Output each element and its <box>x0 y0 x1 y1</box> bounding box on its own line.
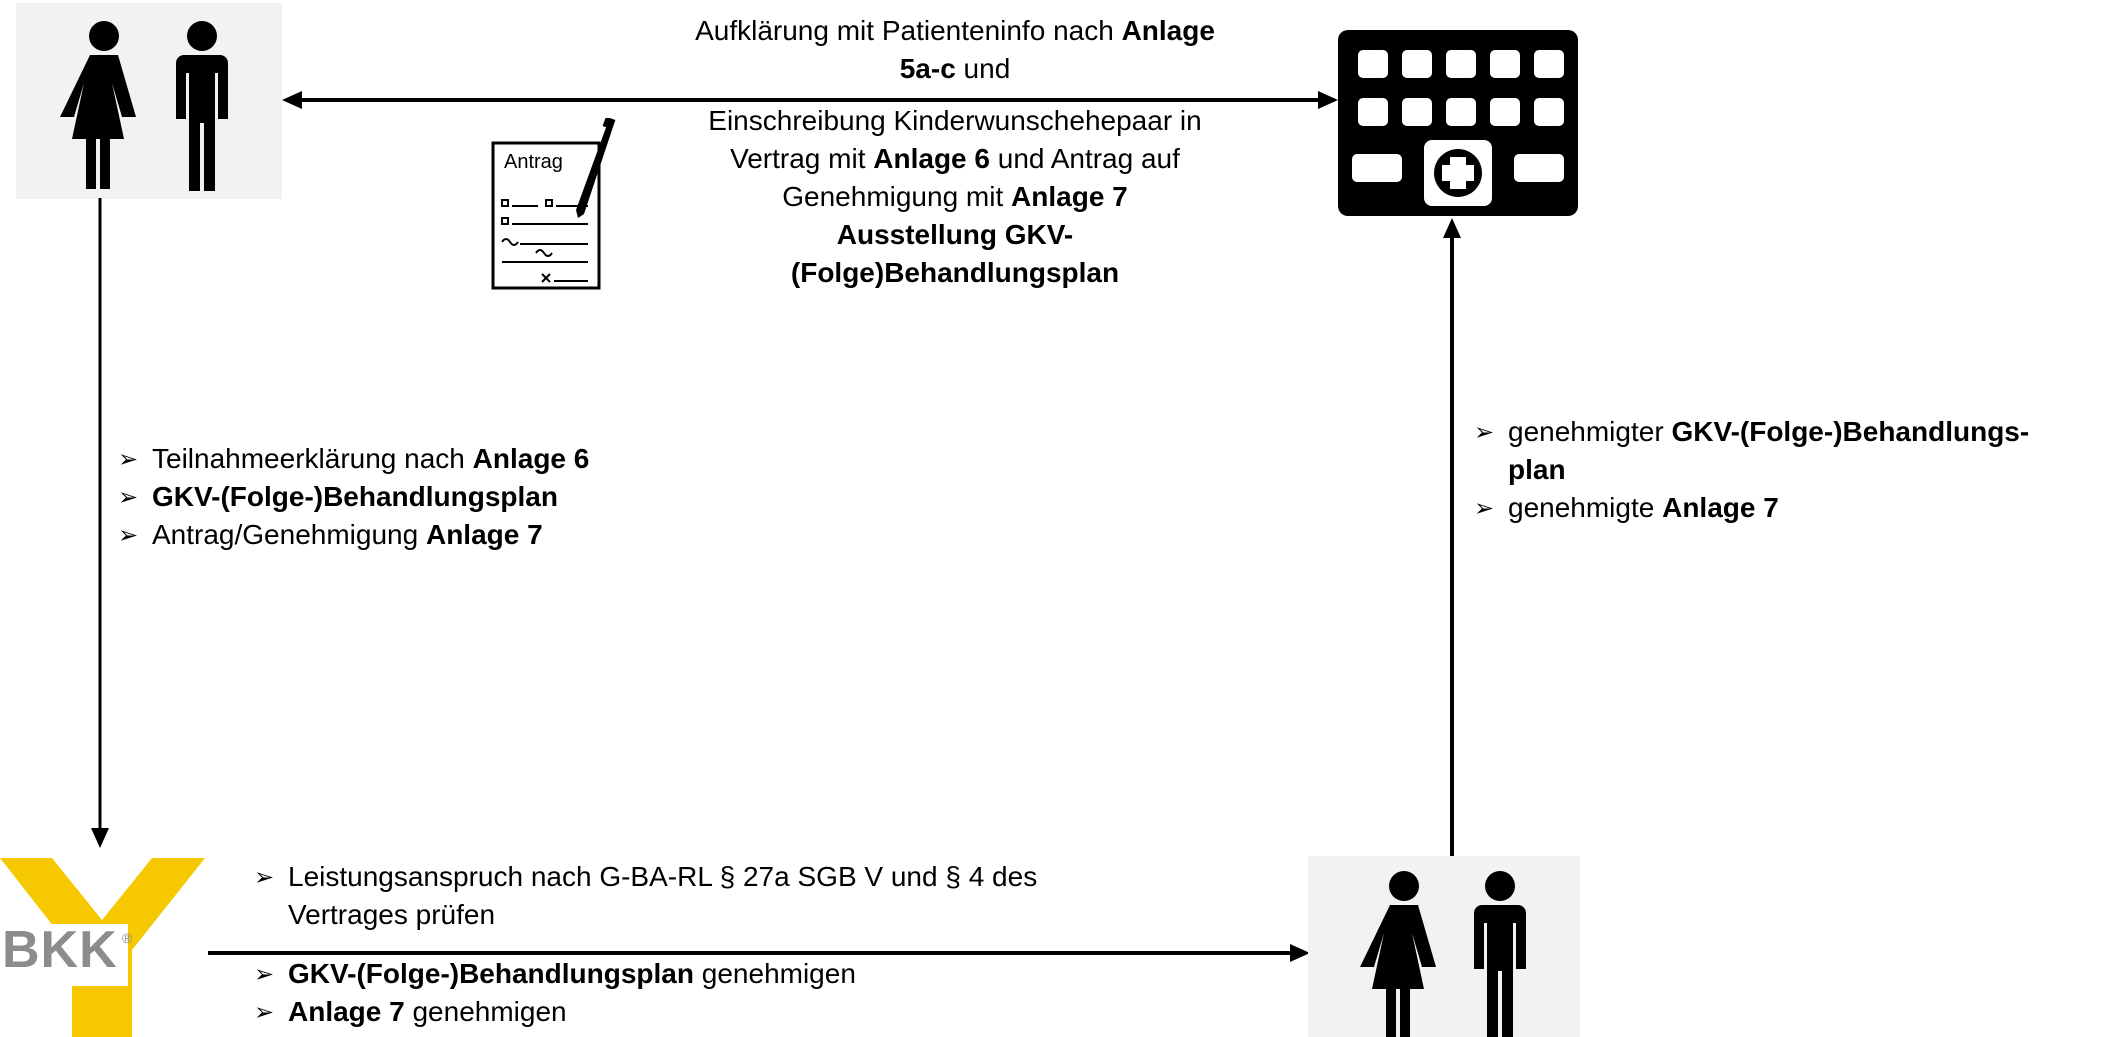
bkk-logo-text: BKK <box>2 921 118 979</box>
top-line-2: 5a-c und <box>899 53 1011 84</box>
top-line-6: Ausstellung GKV- <box>836 219 1074 250</box>
right-list: genehmigter GKV-(Folge-)Behandlungs-plan… <box>1474 413 2113 527</box>
arrow-couple-hospital <box>282 91 1338 109</box>
hospital-icon <box>1338 30 1578 216</box>
couple-icon-box-top <box>16 3 282 199</box>
form-pen-icon: Antrag <box>490 118 630 293</box>
left-list: Teilnahmeerklärung nach Anlage 6 GKV-(Fo… <box>118 440 678 554</box>
top-line-7: (Folge)Behandlungsplan <box>790 257 1120 288</box>
bottom-list-lower: GKV-(Folge-)Behandlungsplan genehmigen A… <box>254 955 1254 1031</box>
arrow-couple-hospital-up <box>1443 218 1461 856</box>
arrow-bkk-couple <box>208 944 1310 962</box>
hospital-icon-wrap <box>1338 30 1578 216</box>
bkk-logo: BKK ® <box>0 858 205 1037</box>
arrow-couple-bkk <box>91 198 109 848</box>
top-line-1: Aufklärung mit Patienteninfo nach Anlage <box>695 15 1215 46</box>
list-item: GKV-(Folge-)Behandlungsplan genehmigen <box>254 955 1254 993</box>
couple-icon <box>60 21 228 191</box>
top-line-5: Genehmigung mit Anlage 7 <box>782 181 1128 212</box>
top-description: Aufklärung mit Patienteninfo nach Anlage… <box>650 12 1260 292</box>
list-item: Teilnahmeerklärung nach Anlage 6 <box>118 440 678 478</box>
list-item: GKV-(Folge-)Behandlungsplan <box>118 478 678 516</box>
list-item: Antrag/Genehmigung Anlage 7 <box>118 516 678 554</box>
couple-icon-box-bottom <box>1308 856 1580 1037</box>
list-item: genehmigter GKV-(Folge-)Behandlungs-plan <box>1474 413 2113 489</box>
form-label: Antrag <box>504 151 563 173</box>
top-line-3: Einschreibung Kinderwunschehepaar in <box>708 105 1202 136</box>
top-line-4: Vertrag mit Anlage 6 und Antrag auf <box>730 143 1180 174</box>
list-item: Leistungsanspruch nach G-BA-RL § 27a SGB… <box>254 858 1254 934</box>
bottom-list-upper: Leistungsanspruch nach G-BA-RL § 27a SGB… <box>254 858 1254 934</box>
list-item: Anlage 7 genehmigen <box>254 993 1254 1031</box>
couple-icon <box>1360 871 1526 1037</box>
list-item: genehmigte Anlage 7 <box>1474 489 2113 527</box>
bkk-logo-registered: ® <box>122 930 133 946</box>
